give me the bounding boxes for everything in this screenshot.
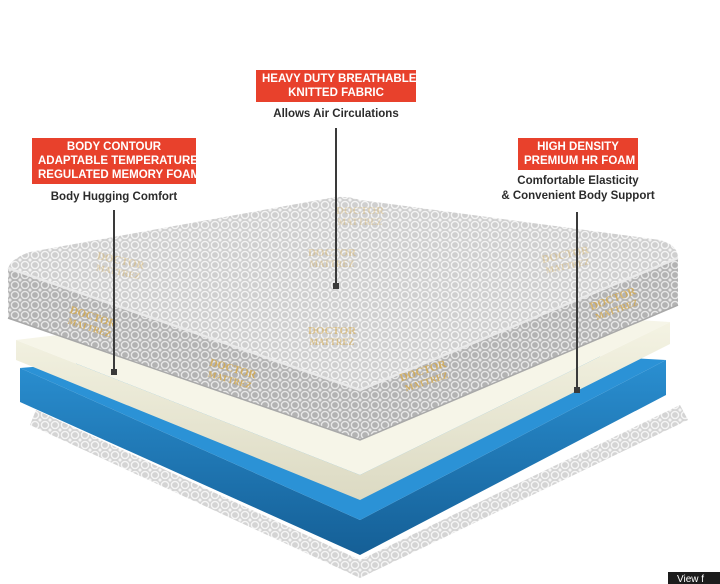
- memory-foam-caption: Body Hugging Comfort: [50, 191, 178, 203]
- pointer-dots: [111, 283, 580, 393]
- memory-foam-title-line: ADAPTABLE TEMPERATURE: [38, 155, 198, 167]
- brand-logo-text: DOCTOR: [336, 205, 385, 217]
- memory-foam-title-line: BODY CONTOUR: [66, 141, 162, 153]
- brand-logo-text: MATTREZ: [338, 217, 383, 227]
- hr-foam-caption-line: & Convenient Body Support: [501, 190, 655, 202]
- brand-logo-text: DOCTOR: [308, 247, 357, 259]
- pointer-lines: [113, 128, 578, 390]
- brand-logo-text: MATTREZ: [310, 337, 355, 347]
- hr-foam-callout-label: HIGH DENSITY PREMIUM HR FOAM: [518, 138, 638, 170]
- memory-foam-title-line: REGULATED MEMORY FOAM: [38, 169, 201, 181]
- hr-foam-caption-line: Comfortable Elasticity: [517, 175, 639, 187]
- hr-foam-title-line: PREMIUM HR FOAM: [524, 155, 636, 167]
- hr-foam-caption: Comfortable Elasticity & Convenient Body…: [494, 174, 662, 204]
- view-full-button[interactable]: View f: [668, 572, 720, 584]
- brand-logo-text: DOCTOR: [308, 325, 357, 337]
- fabric-title-line: KNITTED FABRIC: [288, 87, 384, 99]
- fabric-title-line: HEAVY DUTY BREATHABLE: [262, 73, 417, 85]
- fabric-callout-label: HEAVY DUTY BREATHABLE KNITTED FABRIC: [256, 70, 416, 102]
- hr-foam-title-line: HIGH DENSITY: [537, 141, 619, 153]
- brand-logo-text: MATTREZ: [310, 259, 355, 269]
- quilted-top-layer: [7, 196, 679, 441]
- fabric-caption: Allows Air Circulations: [273, 108, 399, 120]
- memory-foam-callout-label: BODY CONTOUR ADAPTABLE TEMPERATURE REGUL…: [32, 138, 201, 184]
